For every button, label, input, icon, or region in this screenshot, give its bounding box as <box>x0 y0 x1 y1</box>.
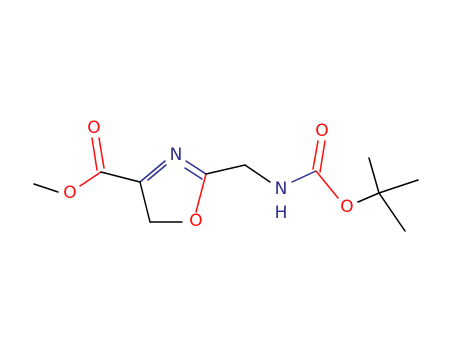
bond-c2-ch2 <box>205 164 246 175</box>
bond-n3-c2-inner <box>184 167 203 180</box>
bond-n-carbamate-c <box>291 170 317 183</box>
bond-c4-c5 <box>139 181 151 223</box>
bond-o-carbonyl-c <box>79 171 102 187</box>
atom-boc-carbonyl-o: O <box>315 121 328 141</box>
bond-n3-c2 <box>185 160 207 175</box>
bond-o1-c2 <box>195 173 207 213</box>
bond-ch2-n <box>244 164 271 183</box>
atom-boc-ether-o: O <box>340 197 353 217</box>
bond-carbamate-double-2 <box>319 140 326 173</box>
bond-tbutyl-me1 <box>368 157 380 194</box>
atom-ring-n: N <box>170 145 183 165</box>
bond-carbonyl-double-2 <box>98 137 105 169</box>
atom-ester-carbonyl-o: O <box>87 118 100 138</box>
atom-ring-o: O <box>189 211 202 231</box>
bond-carbonyl-c-ring <box>100 171 141 183</box>
bond-c4-n3-inner <box>147 164 167 181</box>
bond-carbonyl-double-1 <box>91 137 98 171</box>
bond-c4-n3 <box>139 160 166 183</box>
bond-tbutyl-me2 <box>378 179 419 194</box>
bond-methyl-o <box>33 183 59 193</box>
bond-o-tbutyl <box>357 192 380 203</box>
bond-tbutyl-me3 <box>378 192 406 232</box>
atom-amide-n: N <box>275 179 288 199</box>
atom-amide-h: H <box>275 203 288 223</box>
atom-ester-ether-o: O <box>63 183 76 203</box>
bond-carbamate-double-1 <box>312 140 319 170</box>
bond-carbamate-c-o <box>315 170 339 199</box>
